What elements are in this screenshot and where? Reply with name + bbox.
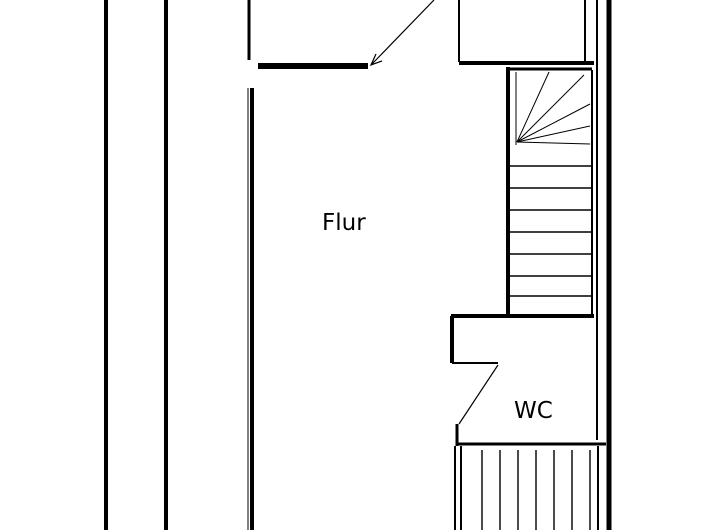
- lower-stair-treads: [481, 450, 591, 530]
- outer-walls: [104, 0, 254, 530]
- winder-step-2: [516, 74, 585, 143]
- lower-stair: [454, 446, 599, 530]
- room-label-wc: WC: [514, 398, 553, 424]
- staircase: [451, 67, 594, 318]
- winder-step-1: [516, 71, 550, 143]
- room-label-hall: Flur: [322, 210, 366, 236]
- right-walls: [591, 0, 612, 530]
- stair-treads: [510, 165, 591, 297]
- door-swing-line: [371, 0, 435, 65]
- arrow-head: [369, 53, 383, 67]
- wc-walls: [450, 316, 606, 446]
- winder-step-4: [516, 125, 591, 143]
- winder-step-3: [516, 103, 591, 143]
- upper-right-block: [458, 0, 594, 65]
- hall-top: [258, 0, 435, 69]
- winder-step-5: [516, 141, 591, 145]
- wc-door-swing: [458, 364, 499, 425]
